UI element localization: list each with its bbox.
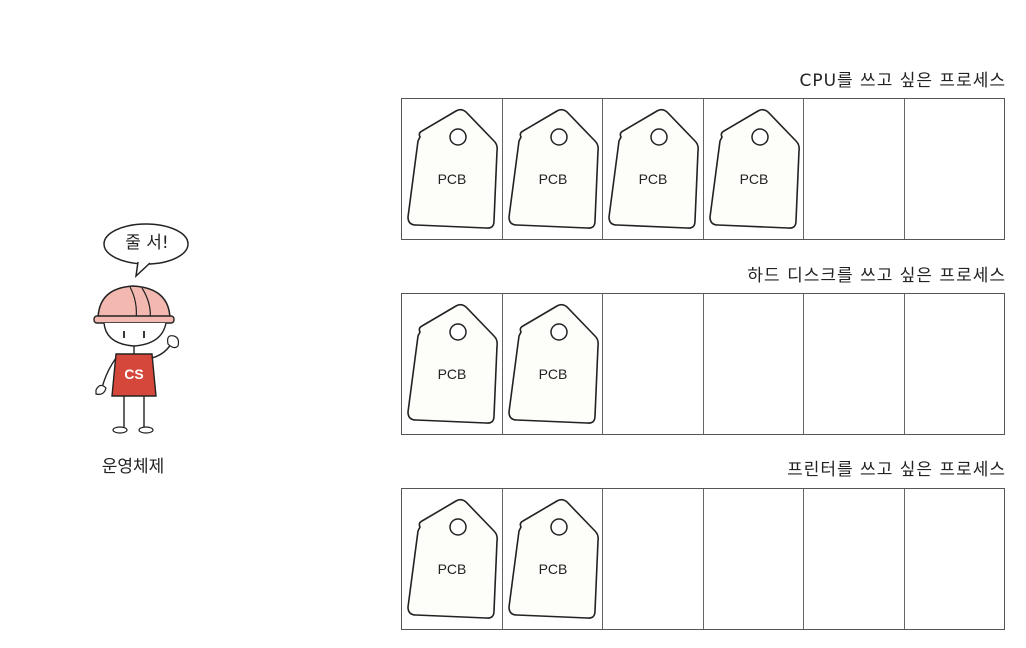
queue-disk: PCB PCB <box>401 293 1005 435</box>
queue-slot <box>804 294 905 434</box>
queue-slot <box>704 294 804 434</box>
queue-slot: PCB <box>402 99 503 239</box>
queue-slot <box>804 99 905 239</box>
queue-slot: PCB <box>402 294 503 434</box>
shirt <box>111 353 157 397</box>
pcb-label: PCB <box>739 171 768 187</box>
queue-slot <box>603 489 704 629</box>
pcb-tag-icon: PCB <box>507 498 599 619</box>
pcb-label: PCB <box>538 171 567 187</box>
pcb-tag-icon: PCB <box>407 108 498 229</box>
queue-slot <box>704 489 804 629</box>
queue-slot <box>603 294 704 434</box>
queue-cpu: PCB PCB PCB PCB <box>401 98 1005 240</box>
pcb-tag-icon: PCB <box>608 108 699 229</box>
pcb-tag-icon: PCB <box>507 108 599 229</box>
os-label: 운영체제 <box>101 457 165 477</box>
queue-printer: PCB PCB <box>401 488 1005 630</box>
queue-title-disk: 하드 디스크를 쓰고 싶은 프로세스 <box>747 266 1006 286</box>
queue-slot <box>905 99 1005 239</box>
queue-slot: PCB <box>603 99 704 239</box>
pcb-tag-icon: PCB <box>407 498 498 619</box>
queue-title-printer: 프린터를 쓰고 싶은 프로세스 <box>787 460 1006 480</box>
shirt-text: CS <box>124 366 143 382</box>
queue-slot <box>905 489 1005 629</box>
queue-slot <box>905 294 1005 434</box>
pcb-label: PCB <box>538 561 567 577</box>
helmet-icon <box>97 285 171 321</box>
queue-slot: PCB <box>503 99 603 239</box>
queue-slot: PCB <box>704 99 804 239</box>
queue-slot: PCB <box>503 294 603 434</box>
speech-bubble-tail <box>134 261 151 278</box>
queue-slot <box>804 489 905 629</box>
pcb-tag-icon: PCB <box>407 303 498 424</box>
pcb-tag-icon: PCB <box>507 303 599 424</box>
os-character: CS <box>93 223 189 434</box>
speech-text: 줄 서! <box>125 233 169 253</box>
pcb-label: PCB <box>438 171 467 187</box>
queue-slot: PCB <box>503 489 603 629</box>
queue-title-cpu: CPU를 쓰고 싶은 프로세스 <box>799 71 1006 91</box>
pcb-tag-icon: PCB <box>708 108 800 229</box>
pcb-label: PCB <box>438 561 467 577</box>
queue-slot: PCB <box>402 489 503 629</box>
pcb-label: PCB <box>438 366 467 382</box>
pcb-label: PCB <box>639 171 668 187</box>
pcb-label: PCB <box>538 366 567 382</box>
